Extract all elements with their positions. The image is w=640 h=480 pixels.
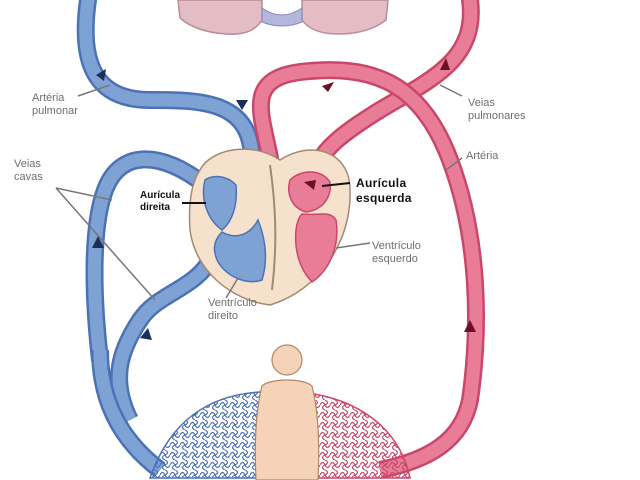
leader-ventriculo-esquerdo (336, 243, 370, 248)
lung-left (178, 0, 262, 34)
heart (189, 149, 350, 305)
lung-right (302, 0, 388, 34)
label-arteria: Artéria (466, 150, 498, 163)
human-figure (255, 345, 319, 480)
human-body (255, 380, 319, 480)
lungs (178, 0, 388, 34)
arrowhead-icon (322, 82, 334, 92)
leader-veias-pulmonares (440, 85, 462, 96)
human-head (272, 345, 302, 375)
lung-vessels (262, 8, 302, 26)
